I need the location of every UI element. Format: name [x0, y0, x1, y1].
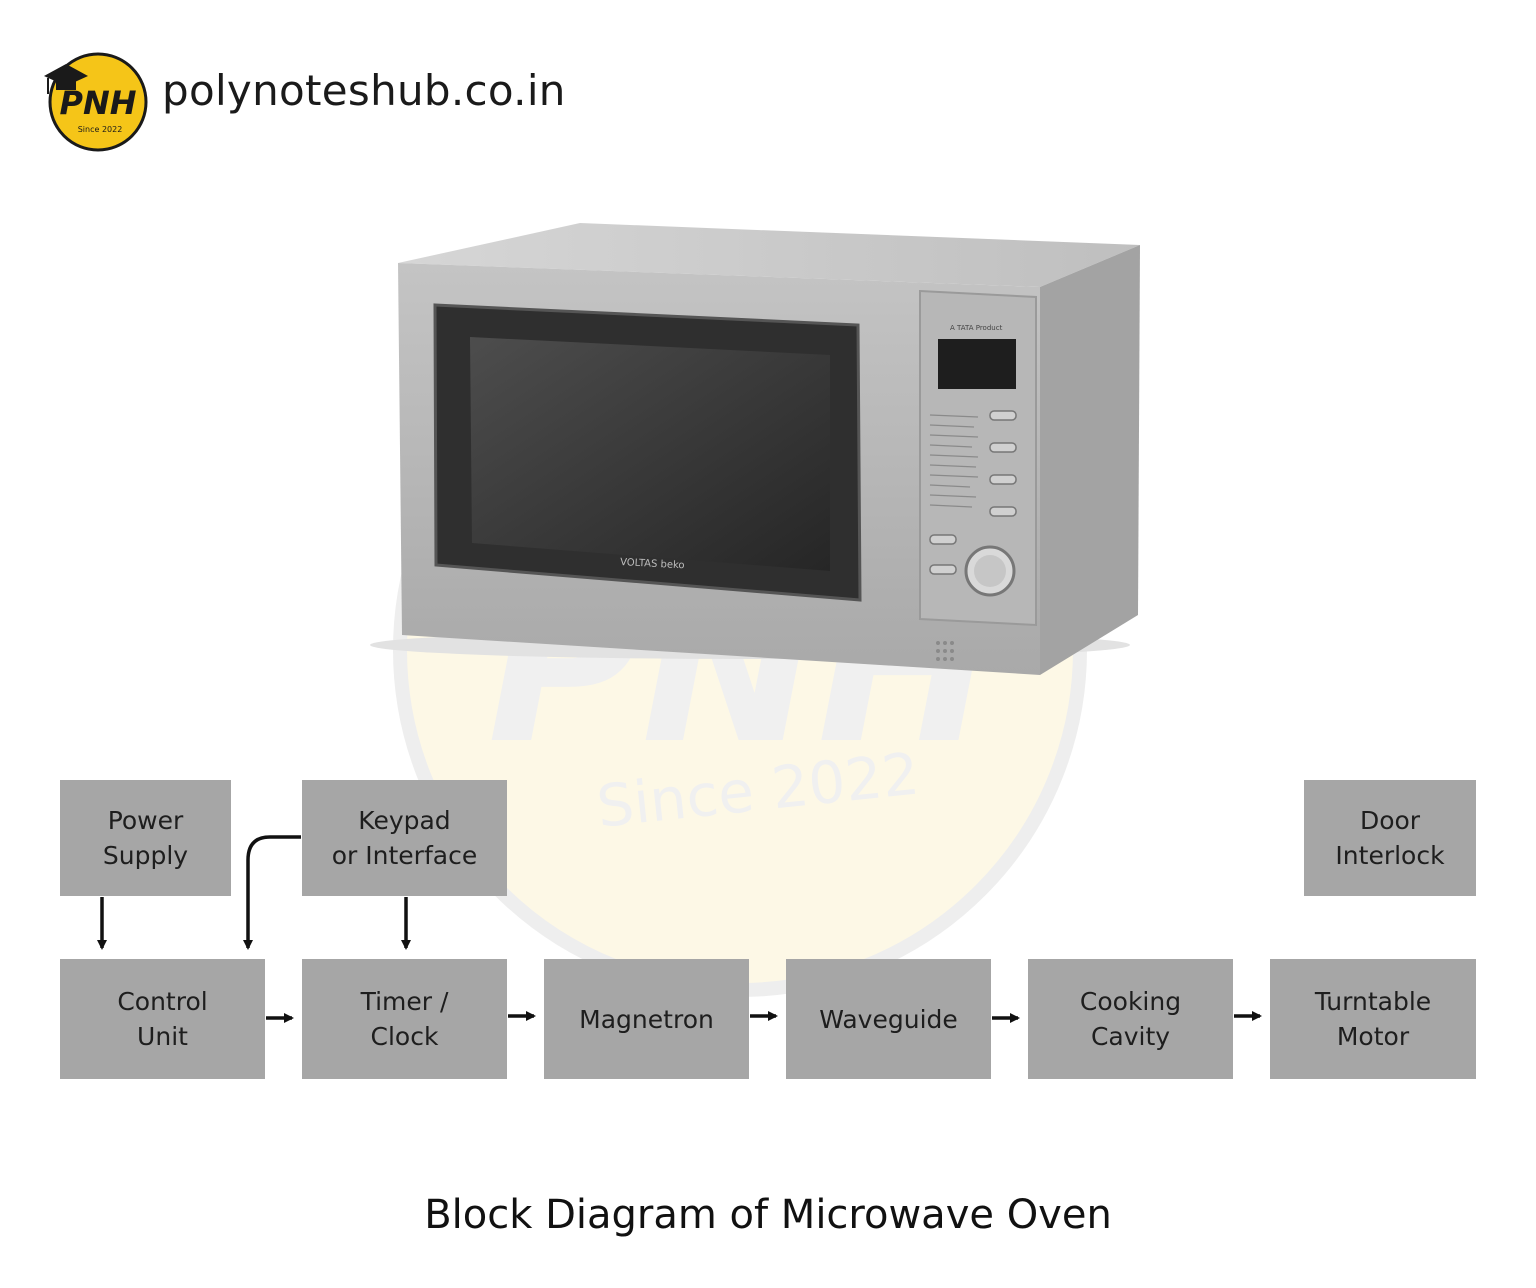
diagram-caption: Block Diagram of Microwave Oven [0, 1192, 1536, 1238]
site-url: polynotes​hub.co.in [162, 66, 566, 115]
block-control-unit: Control Unit [60, 959, 265, 1079]
block-power-supply: Power Supply [60, 780, 231, 896]
block-turntable-motor: Turntable Motor [1270, 959, 1476, 1079]
watermark-since: Since 2022 [594, 739, 923, 840]
block-magnetron: Magnetron [544, 959, 749, 1079]
block-keypad-interface: Keypad or Interface [302, 780, 507, 896]
arrow-keypad-to-control [248, 837, 301, 948]
block-timer-clock: Timer / Clock [302, 959, 507, 1079]
pnh-logo: PNH Since 2022 [40, 46, 152, 154]
block-door-interlock: Door Interlock [1304, 780, 1476, 896]
logo-text: PNH [59, 84, 136, 122]
block-waveguide: Waveguide [786, 959, 991, 1079]
panel-brand: A TATA Product [950, 324, 1003, 332]
block-cooking-cavity: Cooking Cavity [1028, 959, 1233, 1079]
logo-since: Since 2022 [78, 125, 123, 134]
microwave-oven-image: VOLTAS beko A TATA Product [360, 215, 1160, 710]
